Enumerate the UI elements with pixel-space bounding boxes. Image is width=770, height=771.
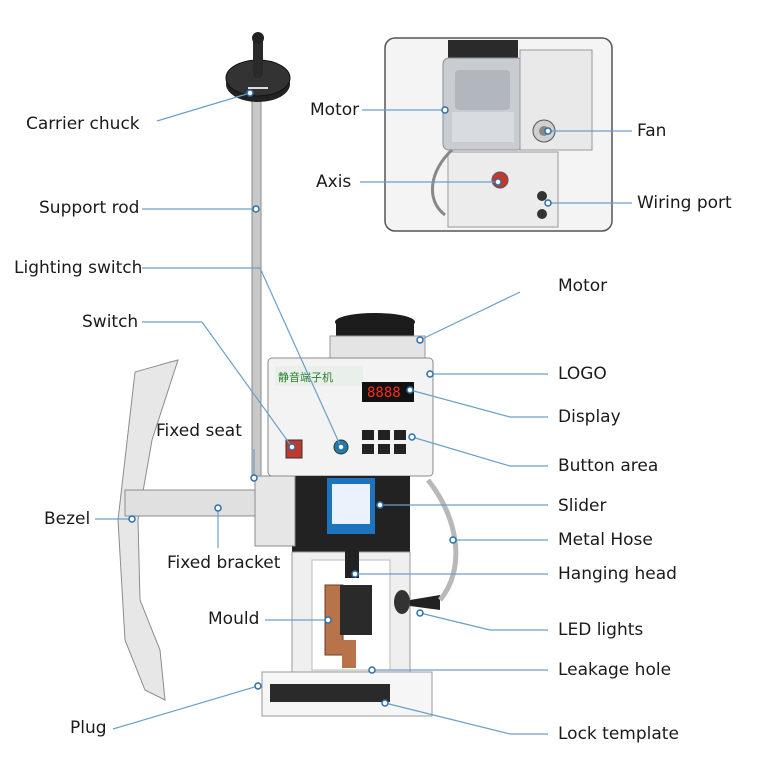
label-fan: Fan [637, 121, 667, 141]
inset-photo [384, 37, 613, 232]
label-button-area: Button area [558, 456, 659, 476]
label-lock-template: Lock template [558, 724, 679, 744]
label-motor-inset: Motor [310, 100, 360, 120]
label-fixed-seat: Fixed seat [156, 421, 242, 441]
panel-title: 静音端子机 [278, 370, 333, 384]
button-grid [362, 430, 406, 454]
label-display: Display [558, 407, 621, 427]
label-fixed-bracket: Fixed bracket [167, 553, 281, 573]
label-hanging-head: Hanging head [558, 564, 677, 584]
label-slider: Slider [558, 496, 607, 516]
display-readout: 8888 [367, 385, 401, 401]
label-support-rod: Support rod [39, 198, 140, 218]
label-mould: Mould [208, 609, 260, 629]
label-carrier-chuck: Carrier chuck [26, 114, 140, 134]
label-logo: LOGO [558, 364, 607, 384]
machine-body: 静音端子机 8888 [117, 32, 459, 717]
label-axis: Axis [316, 172, 352, 192]
label-metal-hose: Metal Hose [558, 530, 653, 550]
label-leakage-hole: Leakage hole [558, 660, 672, 680]
label-switch: Switch [82, 312, 139, 332]
label-bezel: Bezel [44, 509, 91, 529]
label-lighting-switch: Lighting switch [14, 258, 143, 278]
label-wiring-port: Wiring port [637, 193, 732, 213]
label-led-lights: LED lights [558, 620, 644, 640]
label-plug: Plug [70, 718, 107, 738]
leader-lines [95, 89, 632, 735]
label-motor: Motor [558, 276, 608, 296]
